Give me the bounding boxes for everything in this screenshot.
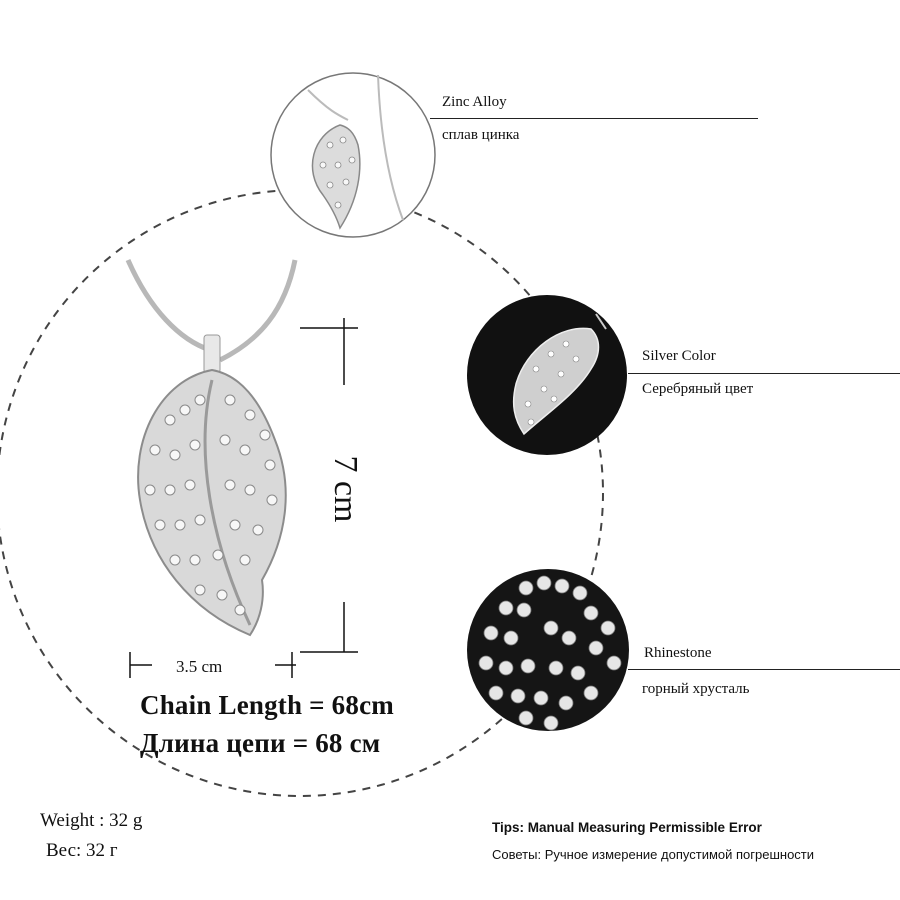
feature-zinc-alloy-ru: сплав цинка xyxy=(442,127,520,143)
feature-divider xyxy=(430,118,758,119)
chain-length-ru: Длина цепи = 68 см xyxy=(140,728,381,758)
leaf-pendant-image xyxy=(125,258,298,637)
rhinestone-detail-image xyxy=(467,569,629,731)
silver-color-detail-image xyxy=(467,295,627,455)
tips-ru: Советы: Ручное измерение допустимой погр… xyxy=(492,847,815,862)
feature-rhinestone-ru: горный хрусталь xyxy=(642,681,750,697)
chain-length-en: Chain Length = 68cm xyxy=(140,690,394,720)
weight-ru: Вес: 32 г xyxy=(46,840,118,861)
zinc-alloy-detail-image xyxy=(270,72,436,238)
feature-divider xyxy=(628,669,900,670)
feature-divider xyxy=(628,373,900,374)
feature-silver-color-ru: Серебряный цвет xyxy=(642,381,754,397)
weight-en: Weight : 32 g xyxy=(40,810,143,831)
tips-en: Tips: Manual Measuring Permissible Error xyxy=(492,820,762,835)
feature-silver-color-en: Silver Color xyxy=(642,348,716,364)
height-dimension-label: 7 cm xyxy=(327,455,364,523)
width-dimension-label: 3.5 cm xyxy=(176,657,223,676)
feature-rhinestone-en: Rhinestone xyxy=(644,645,712,661)
feature-zinc-alloy-en: Zinc Alloy xyxy=(442,94,507,110)
